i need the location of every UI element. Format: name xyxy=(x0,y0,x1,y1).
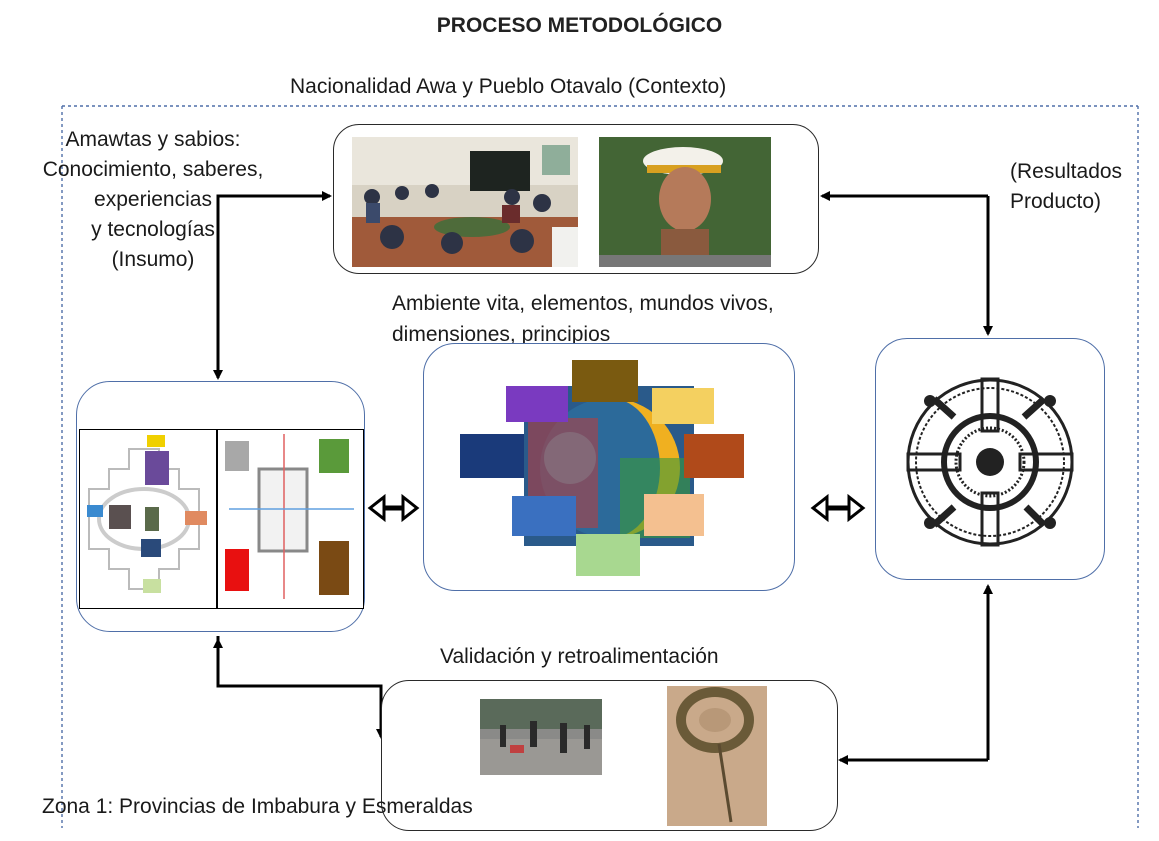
validation-node xyxy=(381,680,838,831)
context-dashed-frame xyxy=(61,105,1139,828)
resultados-line: Producto) xyxy=(1010,190,1102,213)
insumo-line: y tecnologías xyxy=(91,218,215,241)
diagram-title: PROCESO METODOLÓGICO xyxy=(436,14,723,37)
insumo-photos-node xyxy=(333,124,819,274)
pachamama-wheel-node xyxy=(423,343,795,591)
resultados-line: (Resultados xyxy=(1010,160,1123,183)
insumo-label: Amawtas y sabios: Conocimiento, saberes,… xyxy=(8,125,298,275)
ambiente-line: dimensiones, principios xyxy=(392,323,611,346)
context-label: Nacionalidad Awa y Pueblo Otavalo (Conte… xyxy=(290,75,727,98)
resultados-label: (Resultados Producto) xyxy=(1010,157,1159,217)
insumo-line: experiencias xyxy=(94,188,212,211)
elder-portrait-photo xyxy=(599,137,771,267)
ambiente-label: Ambiente vita, elementos, mundos vivos, … xyxy=(392,288,774,350)
arrow-chakana-to-validation xyxy=(216,636,386,739)
zona-label: Zona 1: Provincias de Imbabura y Esmeral… xyxy=(42,795,473,818)
validacion-label: Validación y retroalimentación xyxy=(440,645,719,668)
chakana-diagram-image xyxy=(79,429,364,609)
resultados-emblem-image xyxy=(904,377,1076,547)
ambiente-line: Ambiente vita, elementos, mundos vivos, xyxy=(392,292,774,315)
insumo-line: (Insumo) xyxy=(111,248,195,271)
insumo-line: Amawtas y sabios: xyxy=(65,128,241,151)
artifact-photo xyxy=(667,686,767,826)
community-meeting-photo xyxy=(352,137,578,267)
pachamama-wheel-image xyxy=(460,358,756,580)
community-activity-photo xyxy=(480,699,602,775)
bidirectional-connector-icon xyxy=(810,493,866,523)
double-arrow-icon xyxy=(367,493,420,523)
chakana-node xyxy=(76,381,365,632)
resultados-emblem-node xyxy=(875,338,1105,580)
insumo-line: Conocimiento, saberes, xyxy=(42,158,264,181)
